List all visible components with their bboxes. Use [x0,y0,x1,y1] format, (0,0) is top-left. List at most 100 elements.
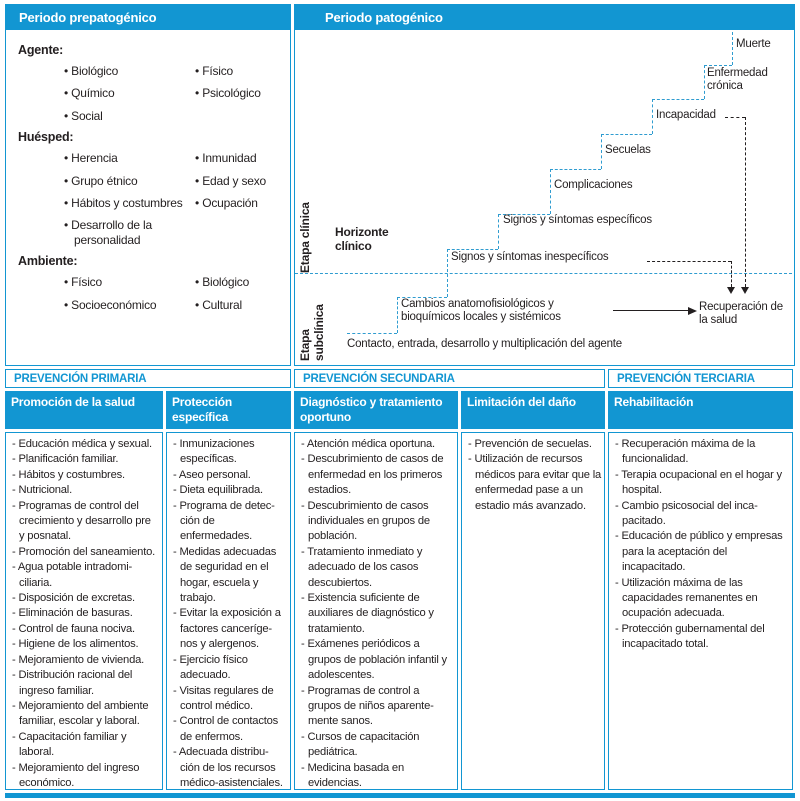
etapa-subclinica-label: Etapa subclínica [298,304,326,361]
cell-promocion-salud: Educación médica y sexual.Planificación … [5,432,163,790]
periods-section: Periodo prepatogénico Agente: BiológicoQ… [5,4,795,366]
prevention-secondary-title: PREVENCIÓN SECUNDARIA [294,369,605,388]
list-item: Prevención de secuelas. [468,437,601,452]
stair-line [397,297,398,333]
return-arrow-icon [741,287,749,294]
environment-columns: FísicoSocioeconómico BiológicoCultural [18,275,290,312]
agent-columns: BiológicoQuímicoSocial FísicoPsicológico [18,64,290,123]
environment-col2: BiológicoCultural [195,275,290,312]
stair-line [447,249,498,250]
environment-item: Cultural [195,298,290,312]
prepatogenic-panel: Periodo prepatogénico Agente: BiológicoQ… [5,4,291,366]
list-item: Ejercicio físico adecuado. [173,653,287,684]
return-path-incapacidad [745,117,746,287]
cell-diagnostico-tratamiento: Atención médica oportuna.Descubrimiento … [294,432,458,790]
list-item: Capacitación familiar y laboral. [12,730,159,761]
stair-line [550,169,601,170]
stair-line [498,214,499,249]
stair-line [397,297,447,298]
host-label: Huésped: [18,130,74,145]
header-promocion-salud: Promoción de la salud [5,391,163,429]
environment-col1: FísicoSocioeconómico [64,275,195,312]
host-item: Hábitos y costumbres [64,196,195,210]
prepatogenic-title: Periodo prepatogénico [6,5,290,30]
stair-line [732,32,733,65]
prevention-primary-title: PREVENCIÓN PRIMARIA [5,369,291,388]
list-item: Programa de detec-ción de enfermedades. [173,499,287,545]
agent-item: Social [64,109,195,123]
list-item: Inmunizaciones específicas. [173,437,287,468]
host-item: Desarrollo de la personalidad [64,218,195,247]
stair-line [704,65,732,66]
header-diagnostico-tratamiento: Diagnóstico y tratamiento oportuno [294,391,458,429]
prepatogenic-content: Agente: BiológicoQuímicoSocial FísicoPsi… [6,30,290,312]
stair-line [704,65,705,99]
list-item: Protección gubernamental del incapacitad… [615,622,789,653]
list-item: Nutricional. [12,483,159,498]
recovery-label: Recuperación de la salud [699,301,783,326]
host-col2: InmunidadEdad y sexoOcupación [195,151,290,247]
stair-line [347,333,397,334]
disease-staircase: Muerte Enfermedad crónica Incapacidad Se… [295,5,792,363]
list-item: Cambio psicosocial del inca-pacitado. [615,499,789,530]
prevention-tertiary-title: PREVENCIÓN TERCIARIA [608,369,793,388]
recovery-arrow-icon [688,306,697,315]
list-item: Higiene de los alimentos. [12,637,159,652]
list-item: Visitas regulares de control médico. [173,684,287,715]
list-item: Aseo personal. [173,468,287,483]
prevention-headers-row: Promoción de la salud Protección específ… [5,391,795,429]
list-item: Medidas adecuadas de seguridad en el hog… [173,545,287,607]
cell-proteccion-especifica: Inmunizaciones específicas.Aseo personal… [166,432,291,790]
host-item: Grupo étnico [64,174,195,188]
return-path-inespecificos [731,261,732,287]
patogenic-title: Periodo patogénico [295,5,794,30]
list-item: Utilización máxima de las capacidades re… [615,576,789,622]
agent-label: Agente: [18,43,64,57]
step-complicaciones: Complicaciones [554,179,633,191]
list-item: Recuperación máxima de la funcionalidad. [615,437,789,468]
list-item: Adecuada distribu-ción de los recursos m… [173,745,287,789]
list-item: Programas de control a grupos de niños a… [301,684,454,730]
return-path-incapacidad [725,117,745,118]
bottom-border-bar [5,793,795,798]
list-item: Promoción del saneamiento. [12,545,159,560]
list-item: Mejoramiento de vivienda. [12,653,159,668]
list-item: Dieta equilibrada. [173,483,287,498]
prevention-content-row: Educación médica y sexual.Planificación … [5,432,795,790]
list-item: Descubrimiento de casos individuales en … [301,499,454,545]
recovery-arrow [613,310,689,311]
agent-item: Biológico [64,64,195,78]
agent-col1: BiológicoQuímicoSocial [64,64,195,123]
host-columns: HerenciaGrupo étnicoHábitos y costumbres… [18,151,290,247]
host-item: Inmunidad [195,151,290,165]
list-item: Mejoramiento del ambiente familiar, esco… [12,699,159,730]
return-path-inespecificos [647,261,731,262]
environment-item: Socioeconómico [64,298,195,312]
step-signos-inespecificos: Signos y síntomas inespecíficos [451,251,609,263]
list-item: Terapia ocupacional en el hogar y hospit… [615,468,789,499]
header-rehabilitacion: Rehabilitación [608,391,793,429]
list-item: Control de contactos de enfermos. [173,714,287,745]
cell-rehabilitacion: Recuperación máxima de la funcionalidad.… [608,432,793,790]
environment-item: Físico [64,275,195,289]
list-item: Utilización de recursos médicos para evi… [468,452,601,514]
prevention-levels-row: PREVENCIÓN PRIMARIA PREVENCIÓN SECUNDARI… [5,369,795,388]
list-item: Tratamiento inmediato y adecuado de los … [301,545,454,591]
step-contacto: Contacto, entrada, desarrollo y multipli… [347,338,622,350]
agent-item: Químico [64,86,195,100]
list-item: Control de fauna nociva. [12,622,159,637]
list-item: Descubrimiento de casos de enfermedad en… [301,452,454,498]
host-item: Herencia [64,151,195,165]
host-item: Edad y sexo [195,174,290,188]
stair-line [601,134,652,135]
step-incapacidad: Incapacidad [656,109,716,121]
stair-line [550,169,551,214]
step-secuelas: Secuelas [605,144,651,156]
etapa-clinica-label: Etapa clínica [298,202,312,273]
agent-col2: FísicoPsicológico [195,64,290,123]
list-item: Atención médica oportuna. [301,437,454,452]
list-item: Exámenes periódicos a grupos de població… [301,637,454,683]
stair-line [601,134,602,169]
agent-item: Psicológico [195,86,290,100]
